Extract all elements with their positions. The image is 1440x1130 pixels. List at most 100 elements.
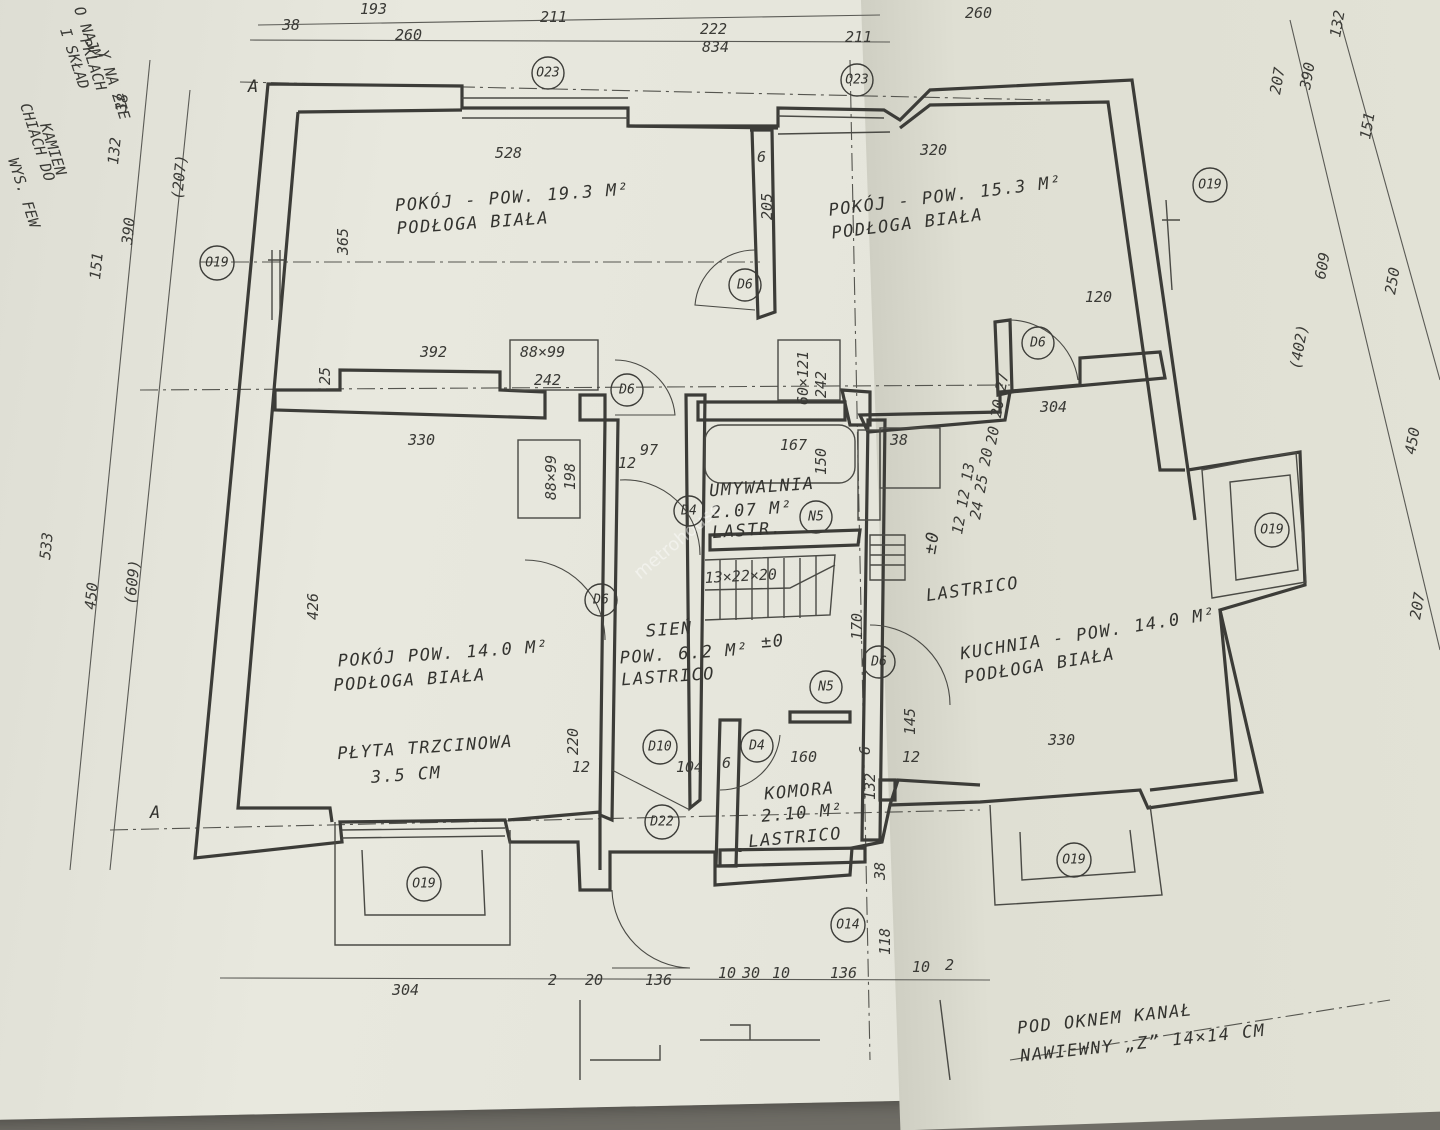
svg-text:30: 30 (741, 964, 760, 982)
svg-text:242: 242 (534, 371, 561, 389)
svg-text:220: 220 (564, 728, 582, 755)
svg-text:20: 20 (585, 971, 603, 989)
svg-text:426: 426 (304, 593, 322, 620)
svg-text:D6: D6 (736, 278, 753, 293)
svg-text:2: 2 (945, 956, 954, 974)
svg-text:222: 222 (700, 20, 727, 38)
room-level-hall: ±0 (760, 631, 785, 653)
room-name-hall: SIEŃ (645, 616, 693, 641)
note-reed-board-thickness: 3.5 CM (369, 763, 442, 788)
staircase (704, 534, 906, 621)
svg-text:O19: O19 (1062, 853, 1085, 868)
axis-line-mid (139, 384, 1011, 391)
svg-text:N5: N5 (817, 680, 834, 695)
svg-text:88×99: 88×99 (542, 455, 560, 500)
room-name-bottom-left: POKÓJ POW. 14.0 M² (337, 635, 549, 672)
svg-text:O19: O19 (412, 877, 435, 892)
tag-o19-porch-right: O19 (1056, 842, 1092, 878)
dim-line-top (257, 14, 881, 26)
svg-text:60×121: 60×121 (794, 351, 812, 405)
note-reed-board: PŁYTA TRZCINOWA (337, 732, 514, 764)
room-floor-bathroom: LASTR. (711, 518, 783, 543)
svg-text:10: 10 (912, 958, 930, 976)
svg-text:609: 609 (1311, 251, 1333, 281)
svg-text:330: 330 (1047, 731, 1075, 749)
svg-text:12: 12 (902, 748, 920, 766)
room-area-pantry: 2.10 M² (760, 800, 844, 827)
stairs-dimension: 13×22×20 (704, 565, 777, 587)
svg-text:88×99: 88×99 (520, 343, 565, 361)
dim-line-right-2 (1339, 19, 1440, 381)
floor-plan: O NAJM I SKŁAD PKLACH Y NA ZIE CHIACH DO… (4, 0, 1440, 1080)
section-mark-bottom: A (149, 803, 162, 823)
svg-text:260: 260 (395, 26, 422, 44)
svg-text:O23: O23 (536, 66, 559, 81)
svg-text:365: 365 (334, 228, 352, 256)
tag-n5-bath: N5 (799, 500, 833, 534)
svg-text:834: 834 (702, 38, 729, 56)
room-name-bathroom: UMYWALNIA (709, 474, 816, 501)
chimney-right (1201, 451, 1307, 599)
svg-text:132: 132 (1326, 9, 1348, 39)
svg-text:390: 390 (118, 217, 139, 247)
door-swings (524, 249, 1079, 969)
svg-text:136: 136 (830, 964, 857, 982)
tag-o19-porch-left: O19 (406, 866, 442, 902)
svg-text:198: 198 (561, 463, 579, 490)
kitchen-level-label: ±0 (920, 529, 944, 556)
svg-text:304: 304 (391, 981, 419, 999)
svg-text:145: 145 (901, 708, 919, 735)
svg-text:O19: O19 (205, 256, 228, 271)
svg-text:6: 6 (722, 754, 731, 772)
svg-text:O23: O23 (845, 73, 868, 88)
room-area-hall: POW. 6.2 M² (619, 640, 749, 669)
tag-d22: D22 (644, 804, 680, 840)
svg-text:390: 390 (1296, 61, 1319, 92)
svg-text:330: 330 (407, 431, 435, 449)
tag-d10: D10 (642, 729, 678, 765)
svg-text:2: 2 (548, 971, 557, 989)
svg-text:207: 207 (1406, 591, 1428, 621)
svg-text:250: 250 (1381, 266, 1403, 296)
axis-line-vertical (849, 59, 871, 1061)
svg-text:211: 211 (845, 28, 872, 46)
kitchen-lastrico-label: LASTRICO (925, 573, 1021, 606)
tag-d4-bath: D4 (673, 495, 705, 527)
svg-text:392: 392 (419, 343, 447, 361)
svg-text:38: 38 (889, 431, 908, 449)
svg-text:167: 167 (780, 436, 807, 454)
svg-text:N5: N5 (807, 510, 824, 525)
svg-text:97: 97 (640, 441, 658, 459)
svg-text:450: 450 (1401, 426, 1423, 456)
tag-d6-hall: D6 (584, 583, 618, 617)
dim-line-top-2 (249, 39, 891, 43)
svg-text:132: 132 (104, 137, 125, 166)
svg-text:D6: D6 (592, 593, 609, 608)
tag-o19-left: O19 (199, 245, 235, 281)
svg-text:10: 10 (772, 964, 790, 982)
svg-text:38: 38 (871, 862, 889, 881)
svg-text:D6: D6 (618, 383, 635, 398)
tag-o14: O14 (830, 907, 866, 943)
svg-text:D6: D6 (870, 655, 887, 670)
dim-line-bottom (219, 977, 991, 981)
dim-line-left (109, 89, 191, 871)
svg-text:533: 533 (36, 532, 57, 561)
tag-d6-mid: D6 (610, 373, 644, 407)
svg-text:38: 38 (112, 93, 132, 114)
tag-o19-chimney: O19 (1254, 512, 1290, 548)
section-line-bottom (109, 809, 981, 831)
svg-text:10: 10 (718, 964, 736, 982)
svg-text:304: 304 (1039, 398, 1067, 416)
svg-text:6: 6 (757, 148, 766, 166)
interior-walls (273, 128, 1167, 868)
tag-o19-right-top: O19 (1192, 167, 1228, 203)
svg-text:205: 205 (758, 193, 776, 220)
svg-text:38: 38 (281, 16, 300, 34)
svg-text:260: 260 (965, 4, 992, 22)
svg-text:12: 12 (572, 758, 590, 776)
svg-text:120: 120 (1085, 288, 1112, 306)
svg-text:150: 150 (812, 448, 830, 475)
svg-text:D4: D4 (680, 504, 697, 519)
dim-line-right (1289, 19, 1440, 651)
